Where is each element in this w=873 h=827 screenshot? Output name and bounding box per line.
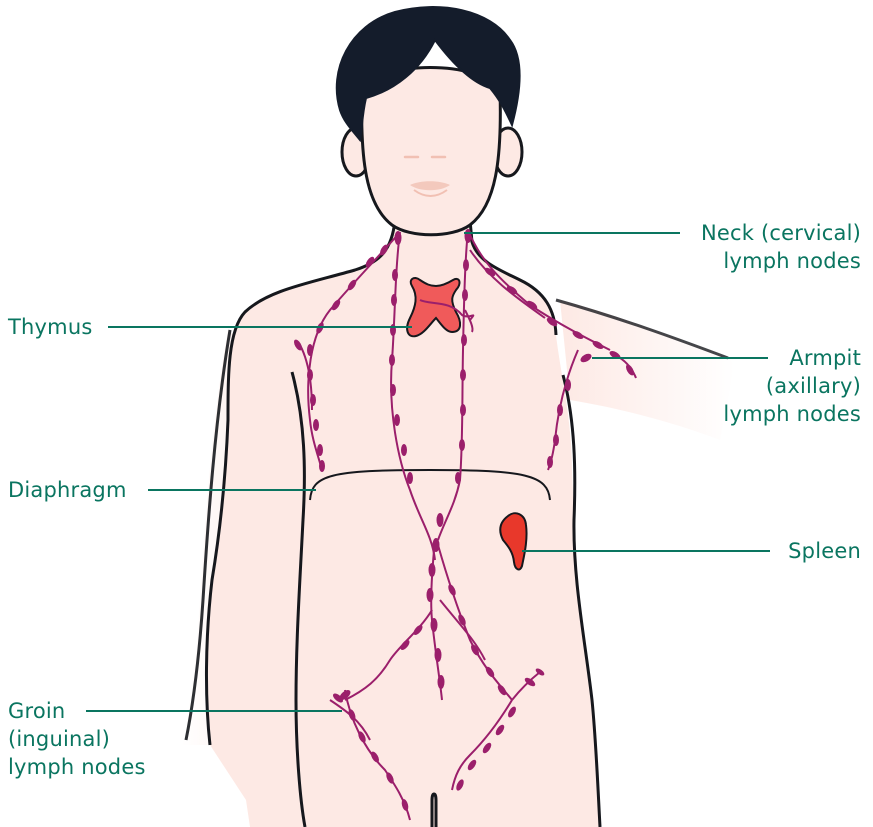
thymus-label: Thymus [8,313,92,341]
diaphragm-label: Diaphragm [8,476,127,504]
armpit-label-line-1: Armpit [723,344,861,372]
thymus-label-text: Thymus [8,313,92,341]
groin-label-line-1: Groin [8,697,146,725]
armpit-label-line-3: lymph nodes [723,400,861,428]
neck-label-line-2: lymph nodes [701,247,861,275]
diaphragm-label-text: Diaphragm [8,476,127,504]
neck-label-line-1: Neck (cervical) [701,219,861,247]
spleen-label-text: Spleen [788,537,861,565]
armpit-lymph-nodes-label: Armpit (axillary) lymph nodes [723,344,861,428]
groin-lymph-nodes-label: Groin (inguinal) lymph nodes [8,697,146,781]
neck-lymph-nodes-label: Neck (cervical) lymph nodes [701,219,861,275]
spleen-label: Spleen [788,537,861,565]
armpit-label-line-2: (axillary) [723,372,861,400]
groin-label-line-2: (inguinal) [8,725,146,753]
groin-label-line-3: lymph nodes [8,753,146,781]
right-arm [560,300,735,440]
